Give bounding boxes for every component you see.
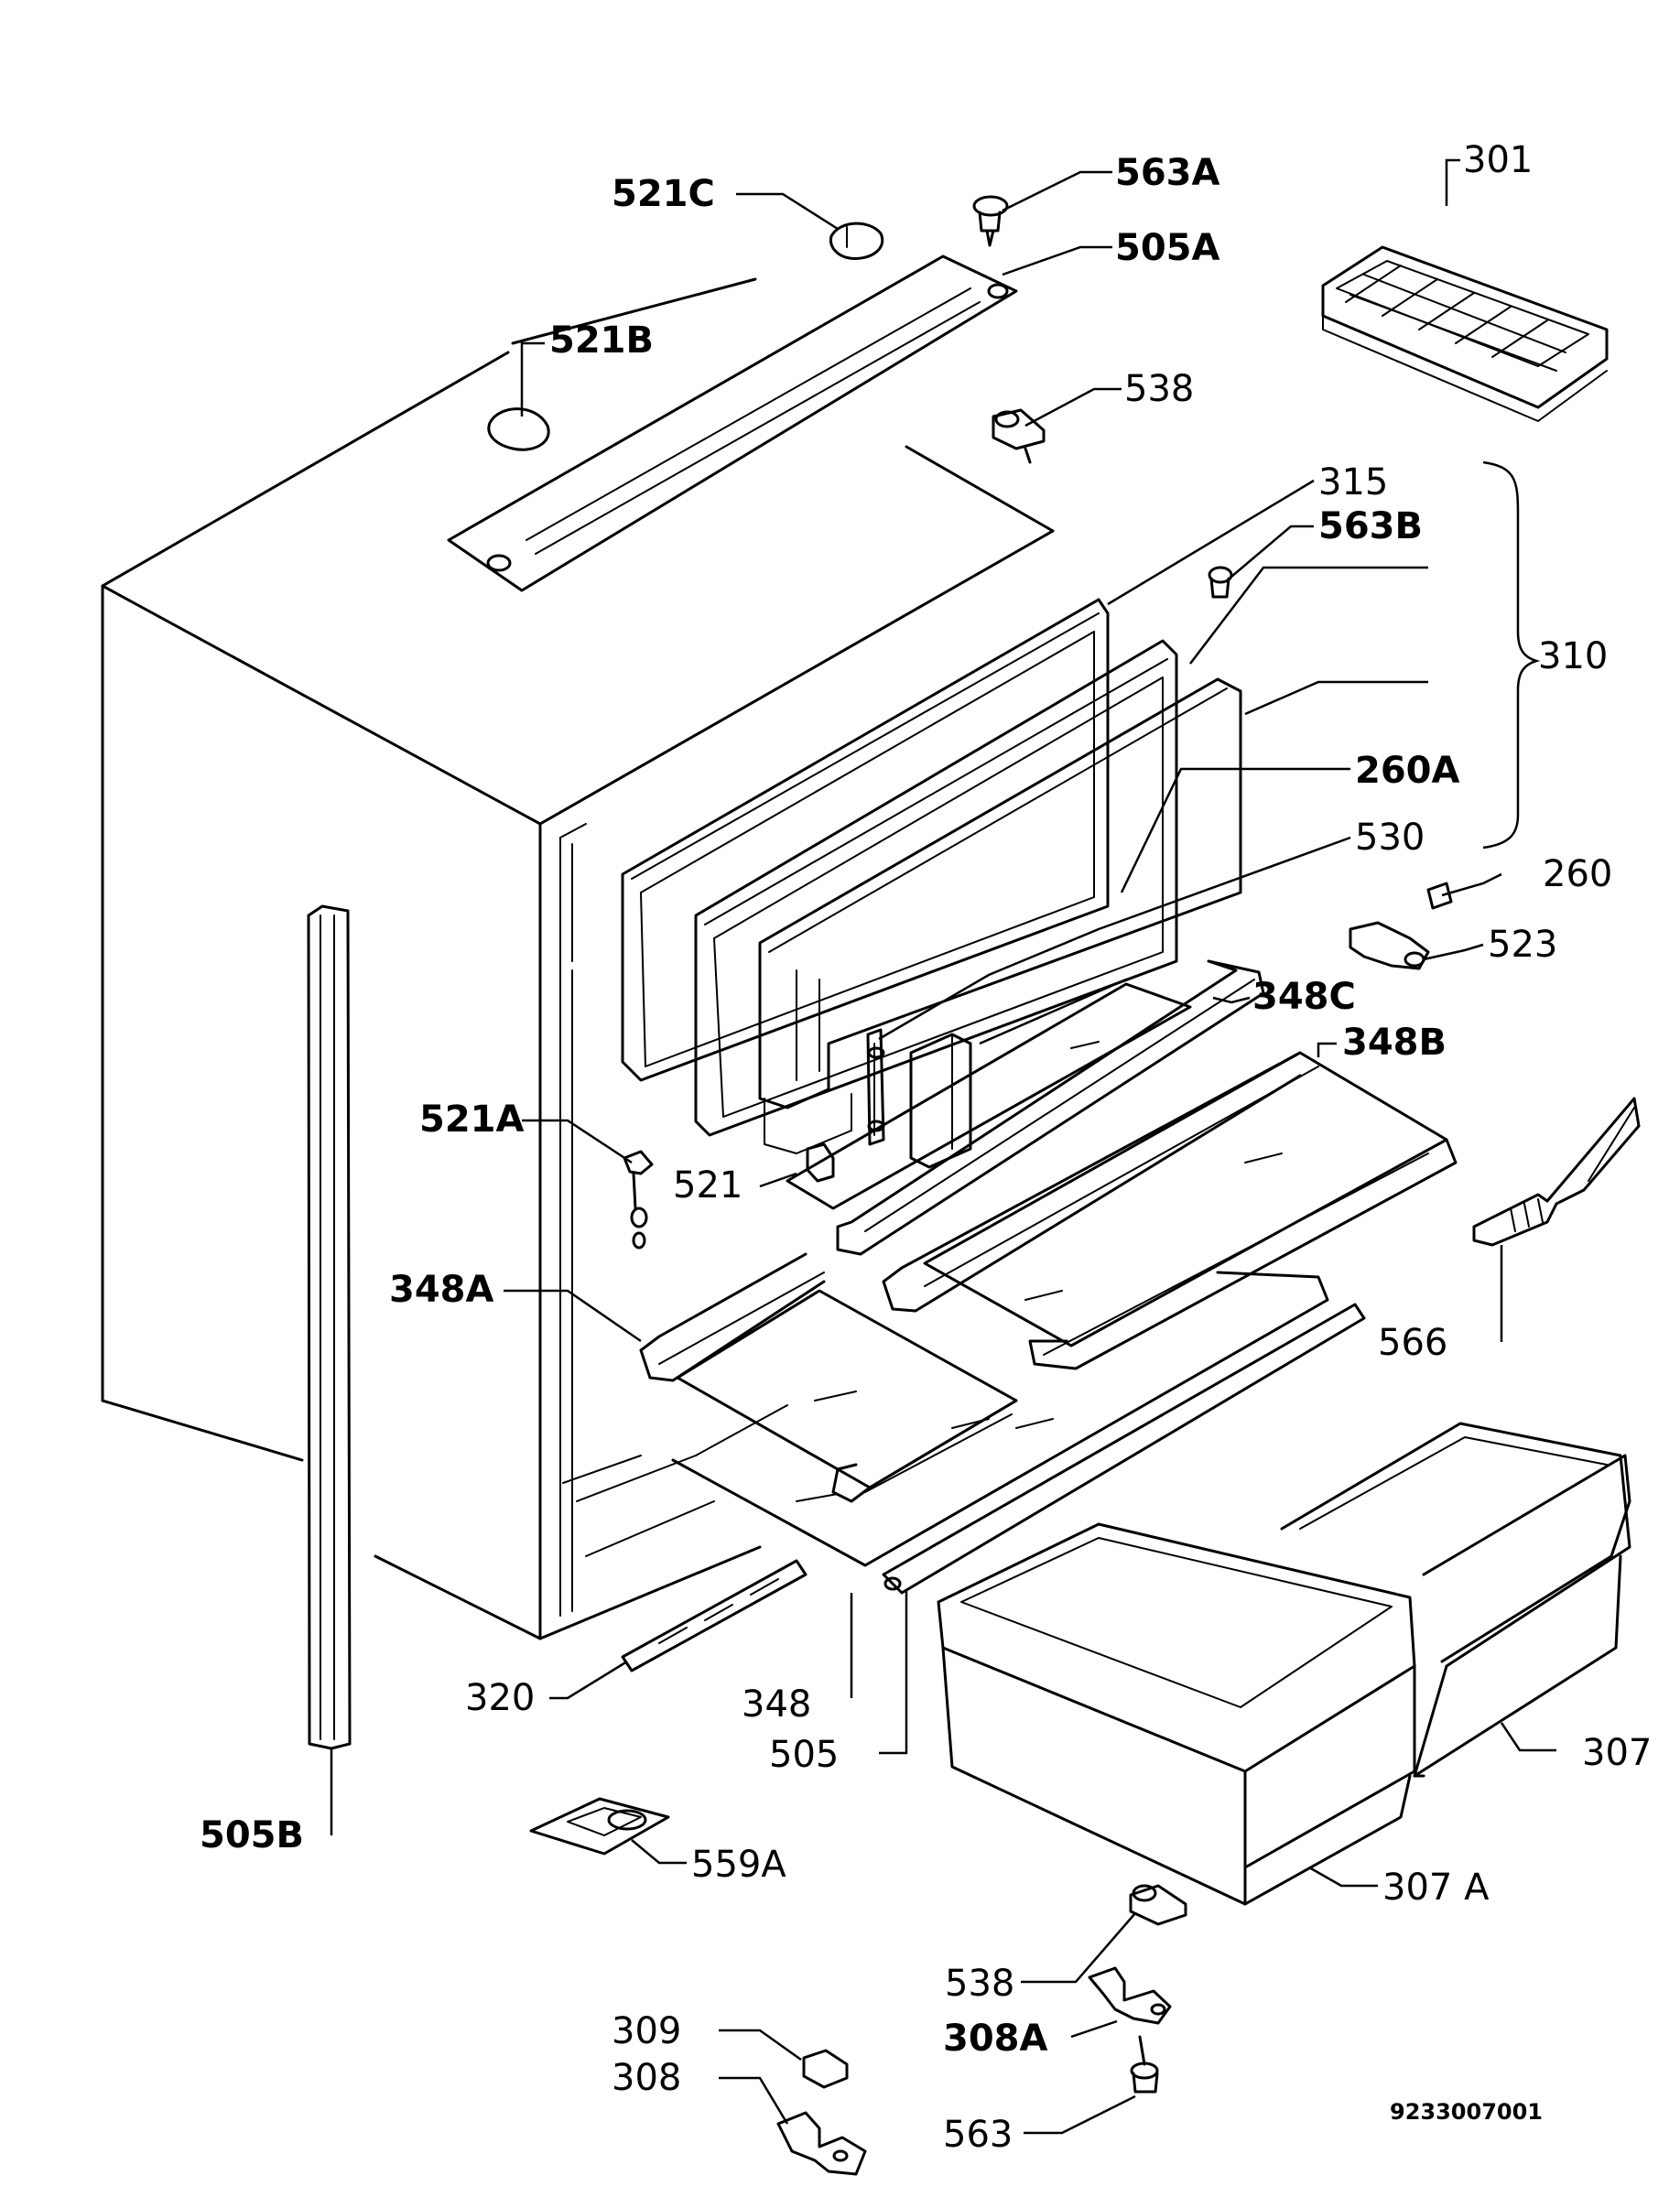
handle-530 [909, 1033, 972, 1169]
label-523: 523 [1488, 924, 1557, 966]
label-309: 309 [612, 2010, 681, 2052]
label-348a: 348A [389, 1269, 493, 1311]
hinge-308 [776, 2111, 867, 2176]
hinge-bracket-308a [1088, 1966, 1172, 2025]
screw-563 [1130, 2035, 1159, 2094]
clip-260 [1426, 882, 1453, 910]
label-301: 301 [1463, 139, 1533, 181]
label-260a: 260A [1355, 750, 1459, 792]
shelf-348a [639, 1252, 1018, 1503]
label-307: 307 [1582, 1732, 1652, 1774]
glass-plate-348 [671, 1271, 1329, 1567]
label-538-top: 538 [1124, 368, 1194, 410]
label-348b: 348B [1342, 1022, 1447, 1064]
scraper-566 [1472, 1097, 1641, 1247]
cabinet-body [101, 277, 1055, 1640]
screw-563a [972, 195, 1009, 247]
part-labels: 521C 563A 505A 301 521B 538 315 563B 310… [200, 139, 1652, 2156]
rail-320 [621, 1559, 807, 1672]
bin-307 [1280, 1422, 1631, 1778]
label-315: 315 [1318, 461, 1388, 503]
block-309 [802, 2049, 849, 2089]
label-563a: 563A [1115, 152, 1219, 194]
label-563b: 563B [1318, 505, 1423, 547]
label-538-bottom: 538 [945, 1963, 1014, 2005]
label-308: 308 [612, 2057, 681, 2099]
label-505a: 505A [1115, 227, 1219, 269]
label-308a: 308A [943, 2018, 1047, 2060]
top-strip-505a [447, 254, 1018, 592]
label-320: 320 [465, 1677, 535, 1719]
label-505: 505 [769, 1734, 839, 1776]
label-530: 530 [1355, 817, 1425, 859]
door-assembly-310 [621, 598, 1242, 1154]
bin-307a [937, 1522, 1416, 1906]
label-521c: 521C [612, 173, 715, 215]
cap-521b [487, 407, 550, 451]
diagram-code: 9233007001 [1390, 2099, 1543, 2125]
bracket-538-top [992, 408, 1046, 464]
group-bracket-310 [1482, 460, 1541, 850]
label-310: 310 [1538, 635, 1608, 677]
bracket-538-bottom [1129, 1884, 1187, 1926]
shelf-348c [786, 959, 1265, 1256]
label-505b: 505B [200, 1814, 304, 1856]
label-521a: 521A [419, 1098, 524, 1141]
ice-tray-301 [1321, 245, 1609, 422]
label-307a: 307 A [1382, 1867, 1490, 1909]
latch-523 [1349, 921, 1430, 970]
fastener-521a [623, 1150, 654, 1250]
label-521: 521 [673, 1164, 742, 1207]
label-566: 566 [1378, 1322, 1447, 1364]
shelf-348b [882, 1041, 1458, 1370]
label-plate-559a [529, 1797, 670, 1856]
appliance-drawing [101, 195, 1641, 2176]
label-521b: 521B [549, 319, 654, 362]
screw-563b [1208, 566, 1233, 599]
cap-521c [829, 222, 884, 260]
vertical-strip-505b [307, 904, 352, 1750]
label-563: 563 [943, 2114, 1013, 2156]
label-348c: 348C [1252, 976, 1356, 1018]
label-348: 348 [742, 1683, 811, 1726]
label-260: 260 [1543, 853, 1612, 895]
leader-lines [330, 158, 1556, 2135]
strip-505 [882, 1303, 1366, 1595]
label-559a: 559A [691, 1844, 786, 1886]
